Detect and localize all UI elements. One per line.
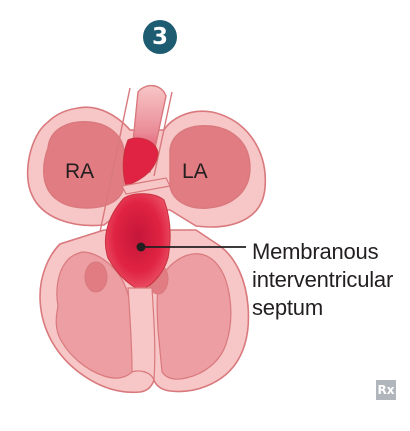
callout-line-2: interventricular [252, 267, 394, 292]
left-atrium-label: LA [182, 160, 208, 183]
septal-cushion-upper [122, 137, 159, 187]
callout-line-3: septum [252, 295, 323, 320]
right-atrium-label: RA [65, 160, 95, 183]
membranous-septum-callout: Membranous interventricular septum [252, 238, 393, 322]
rx-logo: Rx [376, 380, 396, 400]
step-number-badge: 3 [143, 20, 177, 54]
muscular-septum [127, 287, 156, 381]
right-atrium-chamber [43, 121, 125, 209]
outflow-tube-wall [99, 87, 173, 233]
callout-line-1: Membranous [252, 239, 379, 264]
membranous-septum [104, 193, 171, 291]
left-atrium-chamber [169, 125, 251, 209]
right-papillary-muscle [84, 261, 108, 293]
interatrial-septum [121, 177, 171, 195]
right-ventricle-cavity [55, 251, 135, 379]
left-ventricle-cavity [156, 253, 232, 380]
